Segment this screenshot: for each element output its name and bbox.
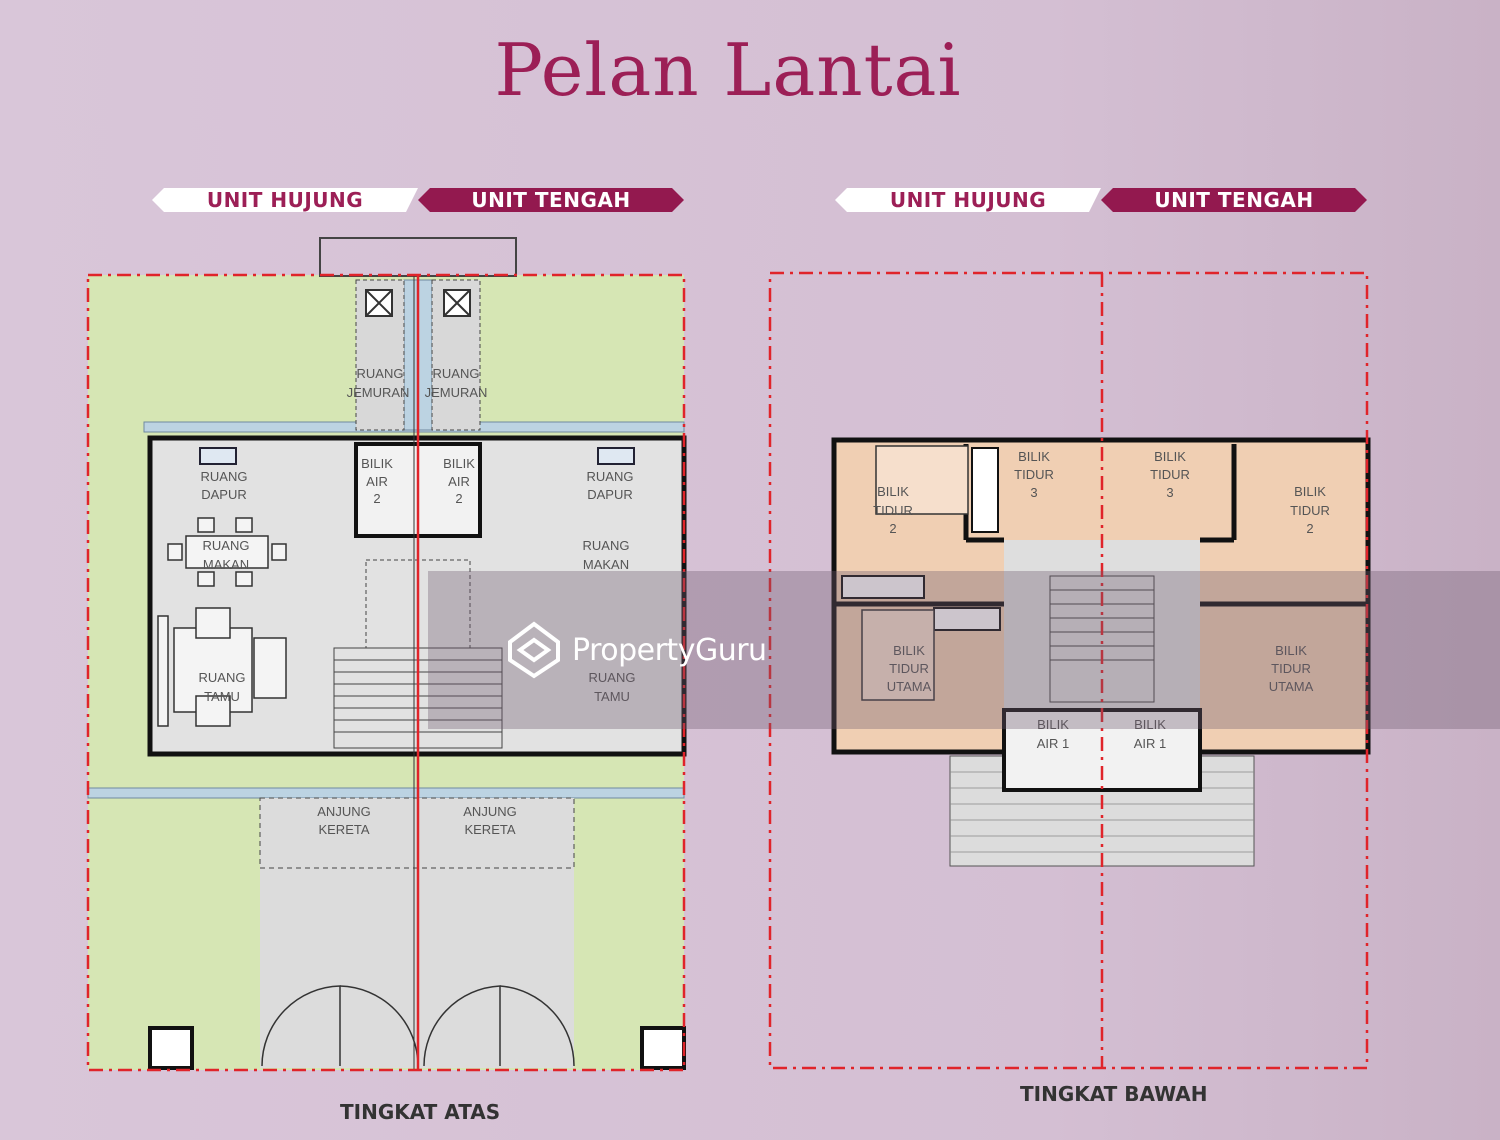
label-dapur-2-b: DAPUR [587,487,633,502]
right-floor-plan [768,271,1371,1070]
label-tidur-utama-1b: TIDUR [889,661,929,676]
label-tamu-1-b: TAMU [204,689,240,704]
label-tidur-3-1c: 3 [1030,485,1037,500]
label-tamu-2-b: TAMU [594,689,630,704]
ribbon-unit-tengah-right: UNIT TENGAH [1101,188,1367,212]
label-bilik-air-2-1a: BILIK [361,456,393,471]
left-floor-plan [86,237,687,1072]
label-dapur-1-b: DAPUR [201,487,247,502]
left-sofa-set [157,607,287,727]
ribbon-unit-hujung-right: UNIT HUJUNG [835,188,1101,212]
label-tidur-utama-2a: BILIK [1275,643,1307,658]
label-bilik-air-2-1c: 2 [373,491,380,506]
label-tamu-1-a: RUANG [199,670,246,685]
caption-tingkat-atas: TINGKAT ATAS [340,1100,501,1124]
ribbon-unit-hujung-left: UNIT HUJUNG [152,188,418,212]
label-tidur-2-2c: 2 [1306,521,1313,536]
caption-tingkat-bawah: TINGKAT BAWAH [1020,1082,1208,1106]
label-bilik-air-1-2b: AIR 1 [1134,736,1167,751]
label-makan-1-b: MAKAN [203,557,249,572]
label-tidur-2-1a: BILIK [877,484,909,499]
label-bilik-air-2-1b: AIR [366,474,388,489]
label-jemuran-2-a: RUANG [433,366,480,381]
page-title: Pelan Lantai [494,28,962,112]
label-dapur-2-a: RUANG [587,469,634,484]
label-anjung-1-a: ANJUNG [317,804,370,819]
label-jemuran-1-b: JEMURAN [347,385,410,400]
label-tidur-3-2a: BILIK [1154,449,1186,464]
right-boundary [768,271,1369,1070]
label-tidur-2-2a: BILIK [1294,484,1326,499]
label-dapur-1-a: RUANG [201,469,248,484]
label-bilik-air-1-1a: BILIK [1037,717,1069,732]
left-boundary [86,273,686,1072]
label-tidur-utama-2b: TIDUR [1271,661,1311,676]
left-dining-table [167,517,287,587]
label-bilik-air-1-1b: AIR 1 [1037,736,1070,751]
label-jemuran-2-b: JEMURAN [425,385,488,400]
label-anjung-2-b: KERETA [464,822,515,837]
label-tamu-2-a: RUANG [589,670,636,685]
label-tidur-3-1b: TIDUR [1014,467,1054,482]
ribbon-unit-tengah-left: UNIT TENGAH [418,188,684,212]
label-jemuran-1-a: RUANG [357,366,404,381]
label-tidur-utama-1a: BILIK [893,643,925,658]
label-tidur-utama-2c: UTAMA [1269,679,1314,694]
label-bilik-air-1-2a: BILIK [1134,717,1166,732]
label-makan-2-b: MAKAN [583,557,629,572]
propertyguru-logo-icon [508,621,560,679]
left-room-labels: RUANG JEMURAN RUANG JEMURAN RUANG DAPUR … [199,366,636,837]
label-bilik-air-2-2c: 2 [455,491,462,506]
label-tidur-2-1c: 2 [889,521,896,536]
right-room-labels: BILIK TIDUR 2 BILIK TIDUR 2 BILIK TIDUR … [873,449,1330,751]
label-bilik-air-2-2b: AIR [448,474,470,489]
label-tidur-3-2b: TIDUR [1150,467,1190,482]
label-tidur-3-2c: 3 [1166,485,1173,500]
label-tidur-3-1a: BILIK [1018,449,1050,464]
label-anjung-1-b: KERETA [318,822,369,837]
label-tidur-2-2b: TIDUR [1290,503,1330,518]
label-tidur-utama-1c: UTAMA [887,679,932,694]
right-bilik-air [1002,708,1202,792]
watermark: PropertyGuru [504,620,767,680]
label-tidur-2-1b: TIDUR [873,503,913,518]
label-bilik-air-2-2a: BILIK [443,456,475,471]
label-makan-1-a: RUANG [203,538,250,553]
watermark-band [428,571,1500,729]
label-makan-2-a: RUANG [583,538,630,553]
label-anjung-2-a: ANJUNG [463,804,516,819]
watermark-text: PropertyGuru [572,632,767,668]
